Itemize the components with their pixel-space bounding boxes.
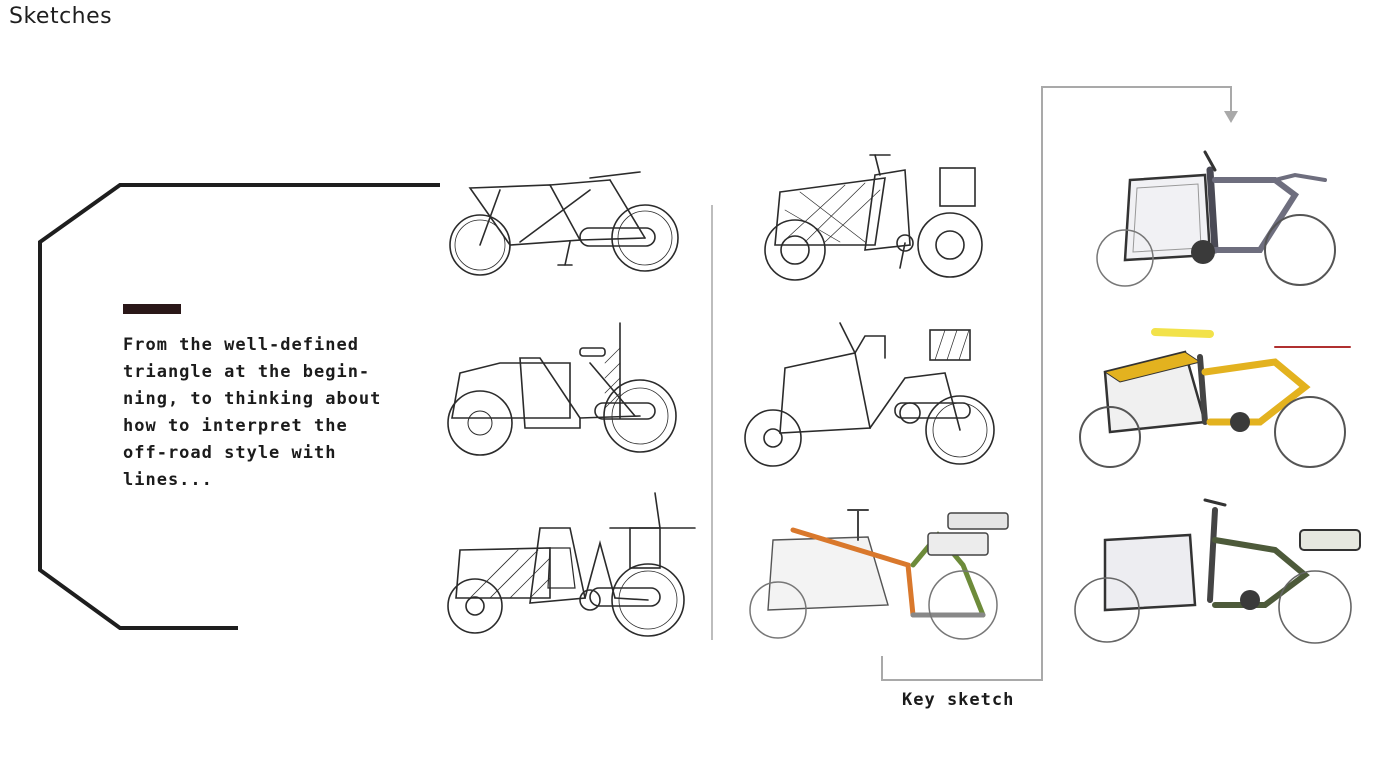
intro-line: lines... [123, 470, 213, 490]
key-sketch-label: Key sketch [902, 690, 1015, 710]
intro-line: triangle at the begin- [123, 362, 371, 382]
sketch-marker-orange-green [749, 509, 1009, 640]
intro-text: From the well-defined triangle at the be… [123, 332, 393, 494]
intro-line: off-road style with [123, 443, 337, 463]
sketch-marker-yellow [1079, 328, 1351, 468]
key-sketch-connector [881, 86, 1232, 681]
frame-bracket [38, 183, 440, 630]
sketch-bike-triangle [449, 171, 679, 276]
sketch-marker-grey [1096, 150, 1336, 287]
sketch-box-bike [744, 322, 995, 467]
sketch-marker-grey-green [1074, 498, 1361, 644]
connector-arrow-icon [1224, 111, 1238, 123]
intro-line: From the well-defined [123, 335, 359, 355]
page-title: Sketches [9, 4, 113, 29]
intro-line: ning, to thinking about [123, 389, 382, 409]
sketch-cargo-bike [447, 322, 677, 456]
accent-bar [123, 304, 181, 314]
intro-line: how to interpret the [123, 416, 348, 436]
sketch-cargo-hatched [447, 492, 696, 637]
sketch-offroad-bike [764, 154, 983, 281]
